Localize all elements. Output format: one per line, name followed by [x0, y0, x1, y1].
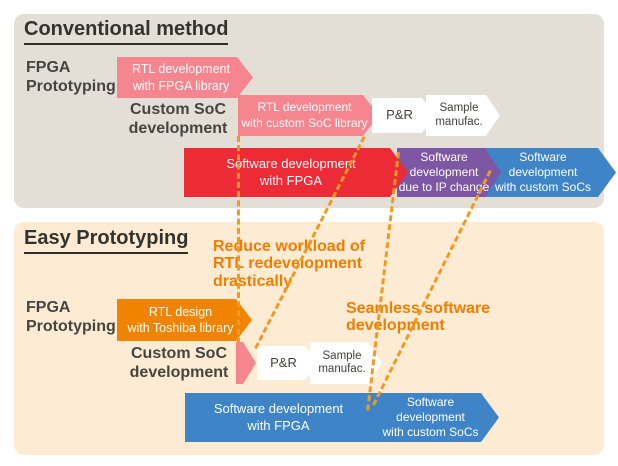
- step-software-development-fpga-conventional: Software development with FPGA: [184, 148, 408, 197]
- annotation-reduce-workload: Reduce workload of RTL redevelopment dra…: [213, 238, 366, 290]
- step-software-development-custom-socs-conventional: Software development with custom SoCs: [482, 148, 616, 197]
- step-rtl-development-custom-soc-library: RTL development with custom SoC library: [238, 95, 379, 136]
- easy-fpga-prototyping-label: FPGA Prototyping: [26, 299, 116, 336]
- annotation-seamless-software: Seamless software development: [346, 300, 491, 335]
- step-pnr-easy: P&R: [257, 346, 318, 380]
- conventional-fpga-prototyping-label: FPGA Prototyping: [26, 59, 116, 96]
- easy-title: Easy Prototyping: [24, 227, 189, 254]
- step-rtl-development-fpga-library: RTL development with FPGA library: [117, 57, 253, 98]
- step-software-development-ip-change: Software development due to IP change: [397, 148, 501, 197]
- step-pnr-conventional: P&R: [372, 98, 435, 133]
- conventional-title: Conventional method: [24, 18, 229, 45]
- dashed-line-rtl-left: [237, 136, 240, 344]
- easy-custom-soc-label: Custom SoC development: [129, 345, 229, 382]
- conventional-custom-soc-label: Custom SoC development: [128, 101, 228, 138]
- step-sample-manufacturing-conventional: Sample manufac.: [426, 95, 500, 136]
- step-rtl-design-toshiba-library: RTL design with Toshiba library: [117, 299, 252, 341]
- step-software-development-custom-socs-easy: Software development with custom SoCs: [358, 393, 499, 442]
- step-software-development-fpga-easy: Software development with FPGA: [185, 393, 378, 442]
- step-sample-manufacturing-easy: Sample manufac.: [310, 342, 382, 384]
